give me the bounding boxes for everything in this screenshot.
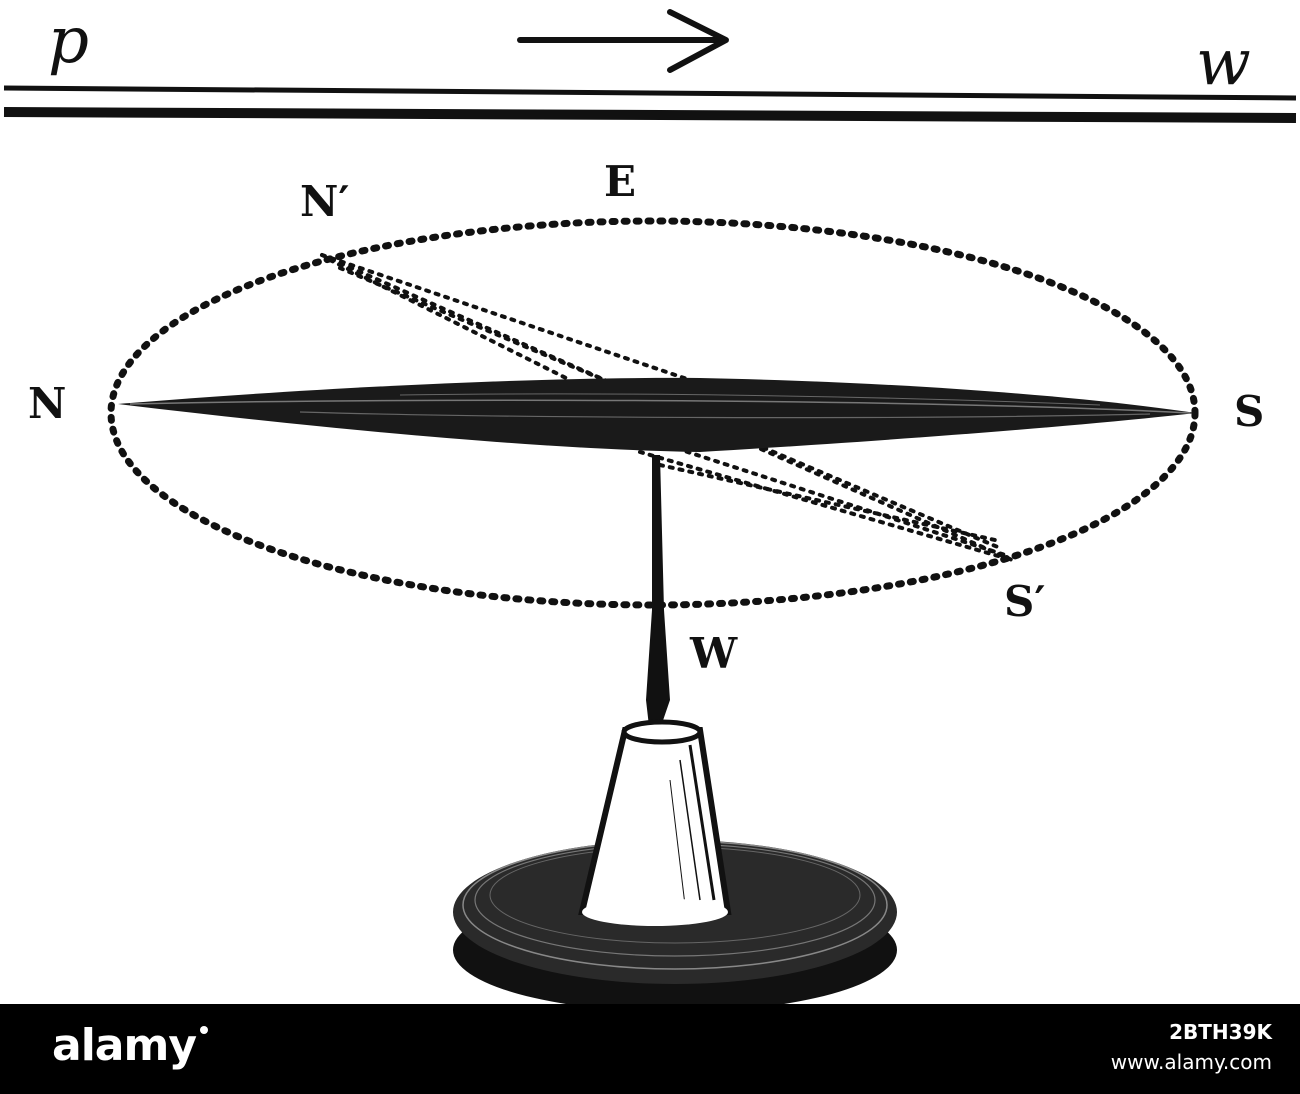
label-east: E	[604, 157, 636, 206]
pivot-stem	[646, 455, 670, 735]
compass-needle-diagram: p w N′ E N S S′ W	[3, 4, 1297, 1004]
label-south: S	[1234, 387, 1264, 436]
current-direction-arrow	[517, 9, 729, 73]
label-north: N	[28, 379, 66, 428]
brand-logo[interactable]: alamy	[52, 1020, 208, 1071]
magnetic-needle	[118, 377, 1196, 452]
image-id: 2BTH39K	[1169, 1020, 1272, 1044]
label-south-prime: S′	[1004, 577, 1045, 626]
site-url[interactable]: www.alamy.com	[1110, 1050, 1272, 1074]
label-west: W	[689, 629, 738, 678]
wire	[3, 85, 1297, 123]
label-p: p	[48, 4, 89, 78]
stand-column	[578, 719, 732, 926]
label-w: w	[1196, 26, 1251, 100]
watermark-footer: alamy 2BTH39K www.alamy.com	[0, 1004, 1300, 1094]
label-north-prime: N′	[300, 177, 349, 226]
